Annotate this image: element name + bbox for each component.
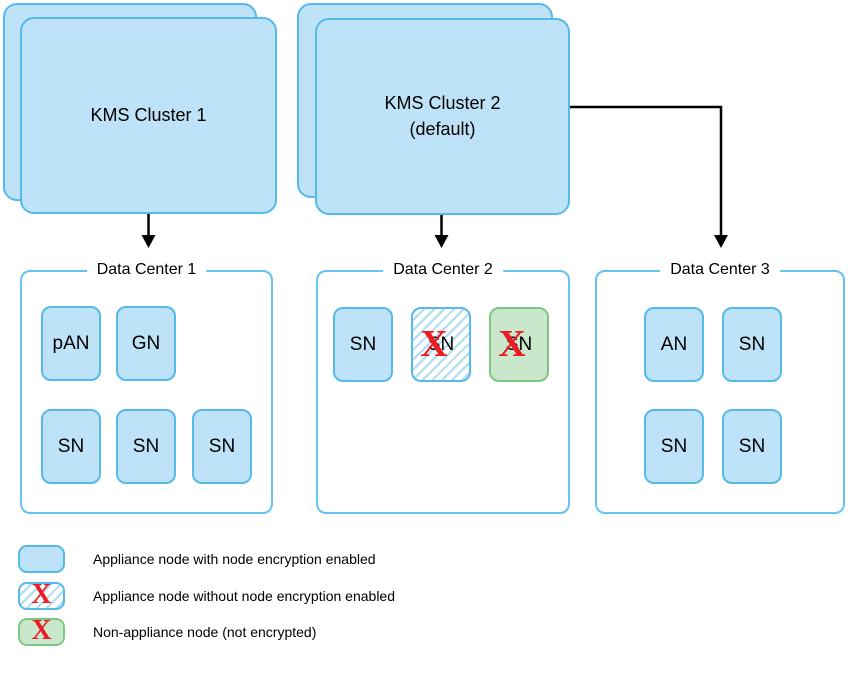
node-sn: SN: [41, 409, 101, 484]
node-pan: pAN: [41, 306, 101, 381]
red-x-icon: X: [31, 579, 52, 610]
legend-label: Appliance node without node encryption e…: [93, 588, 396, 604]
legend-swatch-appliance-unencrypted: X: [18, 579, 65, 610]
data-center-1-title: Data Center 1: [86, 261, 207, 279]
node-sn: SN: [722, 409, 782, 484]
kms-cluster-1: KMS Cluster 1: [3, 3, 278, 215]
node-sn: SN: [192, 409, 252, 484]
legend-swatch-non-appliance: X: [18, 615, 65, 646]
legend-item-appliance-unencrypted: X Appliance node without node encryption…: [18, 579, 396, 610]
red-x-icon: X: [498, 322, 526, 365]
red-x-icon: X: [31, 615, 52, 646]
kms-cluster-2: KMS Cluster 2 (default): [297, 3, 571, 216]
kms-cluster-1-front-box: KMS Cluster 1: [20, 17, 277, 214]
node-sn: SN: [722, 307, 782, 382]
arrow-cluster2-to-dc2: [434, 215, 449, 248]
data-center-1: Data Center 1 pAN GN SN SN SN: [20, 261, 273, 514]
arrow-cluster1-to-dc1: [141, 214, 156, 248]
data-center-3: Data Center 3 AN SN SN SN: [595, 261, 845, 514]
legend-item-appliance-encrypted: Appliance node with node encryption enab…: [18, 545, 376, 573]
data-center-2-title: Data Center 2: [383, 261, 503, 279]
node-sn: SN: [644, 409, 704, 484]
kms-cluster-2-sublabel: (default): [409, 118, 476, 139]
legend-item-non-appliance: X Non-appliance node (not encrypted): [18, 615, 317, 646]
arrow-cluster2-to-dc3: [570, 105, 728, 248]
legend-label: Non-appliance node (not encrypted): [93, 624, 317, 640]
node-sn: SN: [333, 307, 393, 382]
node-sn-non-appliance: SN X: [489, 307, 549, 382]
node-an: AN: [644, 307, 704, 382]
kms-cluster-2-label: KMS Cluster 2: [384, 93, 501, 114]
node-gn: GN: [116, 306, 176, 381]
data-center-3-title: Data Center 3: [660, 261, 780, 279]
node-sn-unencrypted: SN X: [411, 307, 471, 382]
legend-label: Appliance node with node encryption enab…: [93, 551, 376, 567]
node-sn: SN: [116, 409, 176, 484]
legend-swatch-appliance-encrypted: [18, 545, 65, 573]
kms-cluster-1-label: KMS Cluster 1: [90, 104, 207, 125]
kms-cluster-2-front-box: KMS Cluster 2 (default): [315, 18, 570, 215]
data-center-2: Data Center 2 SN SN X SN X: [316, 261, 570, 514]
red-x-icon: X: [420, 322, 448, 365]
